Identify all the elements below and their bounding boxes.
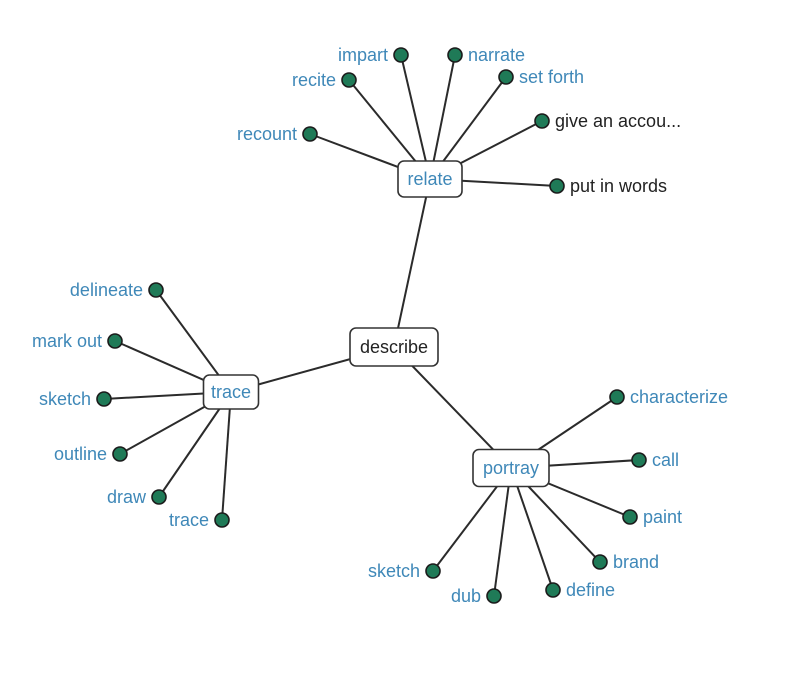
leaf-define[interactable]: define [545, 580, 615, 600]
node-dot-icon [545, 582, 561, 598]
leaf-label: mark out [32, 331, 102, 351]
leaf-markout[interactable]: mark out [32, 331, 123, 351]
node-box [349, 327, 439, 367]
leaf-label: draw [107, 487, 147, 507]
node-box [202, 374, 260, 410]
leaf-label: trace [169, 510, 209, 530]
node-dot-icon [393, 47, 409, 63]
leaf-label: define [566, 580, 615, 600]
edge-portray-dub [493, 467, 512, 597]
leaf-label: characterize [630, 387, 728, 407]
node-dot-icon [609, 389, 625, 405]
leaf-label: put in words [570, 176, 667, 196]
node-dot-icon [341, 72, 357, 88]
node-dot-icon [112, 446, 128, 462]
leaf-label: dub [451, 586, 481, 606]
leaf-trace2[interactable]: trace [169, 510, 230, 530]
node-dot-icon [631, 452, 647, 468]
leaf-setforth[interactable]: set forth [498, 67, 584, 87]
node-label: describe [360, 337, 428, 357]
leaf-outline[interactable]: outline [54, 444, 128, 464]
leaf-sketch1[interactable]: sketch [39, 389, 112, 409]
leaf-label: brand [613, 552, 659, 572]
leaf-label: narrate [468, 45, 525, 65]
leaf-label: outline [54, 444, 107, 464]
leaf-label: recount [237, 124, 297, 144]
node-dot-icon [534, 113, 550, 129]
leaf-putinwords[interactable]: put in words [549, 176, 667, 196]
leaf-draw[interactable]: draw [107, 487, 167, 507]
leaf-recite[interactable]: recite [292, 70, 357, 90]
leaf-characterize[interactable]: characterize [609, 387, 728, 407]
leaf-dub[interactable]: dub [451, 586, 502, 606]
edge-describe-relate [393, 178, 431, 348]
node-describe[interactable]: describe [349, 327, 439, 367]
leaf-label: delineate [70, 280, 143, 300]
edge-trace-trace2 [221, 391, 232, 521]
leaf-narrate[interactable]: narrate [447, 45, 525, 65]
node-dot-icon [592, 554, 608, 570]
leaf-label: give an accou... [555, 111, 681, 131]
node-dot-icon [622, 509, 638, 525]
leaf-label: call [652, 450, 679, 470]
leaf-label: recite [292, 70, 336, 90]
node-relate[interactable]: relate [397, 160, 463, 198]
node-dot-icon [425, 563, 441, 579]
node-box [472, 448, 550, 488]
leaf-label: sketch [39, 389, 91, 409]
edge-relate-impart [400, 54, 431, 180]
leaf-sketch2[interactable]: sketch [368, 561, 441, 581]
leaf-call[interactable]: call [631, 450, 679, 470]
leaf-paint[interactable]: paint [622, 507, 682, 527]
leaf-giveaccount[interactable]: give an accou... [534, 111, 681, 131]
edge-describe-portray [393, 346, 512, 469]
leaf-recount[interactable]: recount [237, 124, 318, 144]
leaf-label: sketch [368, 561, 420, 581]
node-trace[interactable]: trace [202, 374, 260, 410]
node-dot-icon [214, 512, 230, 528]
leaf-brand[interactable]: brand [592, 552, 659, 572]
node-portray[interactable]: portray [472, 448, 550, 488]
node-dot-icon [107, 333, 123, 349]
node-dot-icon [96, 391, 112, 407]
edge-portray-define [510, 467, 554, 591]
nodes: impart narrate recite set forth recount give … [32, 45, 728, 606]
node-label: portray [483, 458, 539, 478]
node-label: relate [407, 169, 452, 189]
leaf-delineate[interactable]: delineate [70, 280, 164, 300]
node-dot-icon [148, 282, 164, 298]
node-dot-icon [447, 47, 463, 63]
leaf-label: impart [338, 45, 388, 65]
leaf-impart[interactable]: impart [338, 45, 409, 65]
node-label: trace [211, 382, 251, 402]
leaf-label: paint [643, 507, 682, 527]
leaf-label: set forth [519, 67, 584, 87]
node-dot-icon [498, 69, 514, 85]
node-dot-icon [549, 178, 565, 194]
node-dot-icon [151, 489, 167, 505]
node-dot-icon [302, 126, 318, 142]
edge-relate-narrate [429, 54, 456, 180]
node-box [397, 160, 463, 198]
node-dot-icon [486, 588, 502, 604]
